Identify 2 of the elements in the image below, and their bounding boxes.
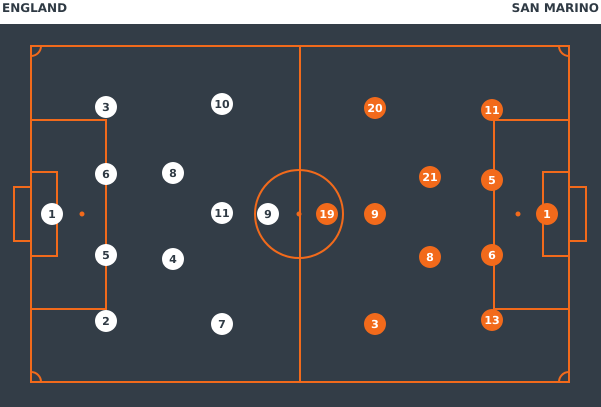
team-name: SAN MARINO: [512, 1, 599, 15]
team-name: ENGLAND: [2, 1, 68, 15]
